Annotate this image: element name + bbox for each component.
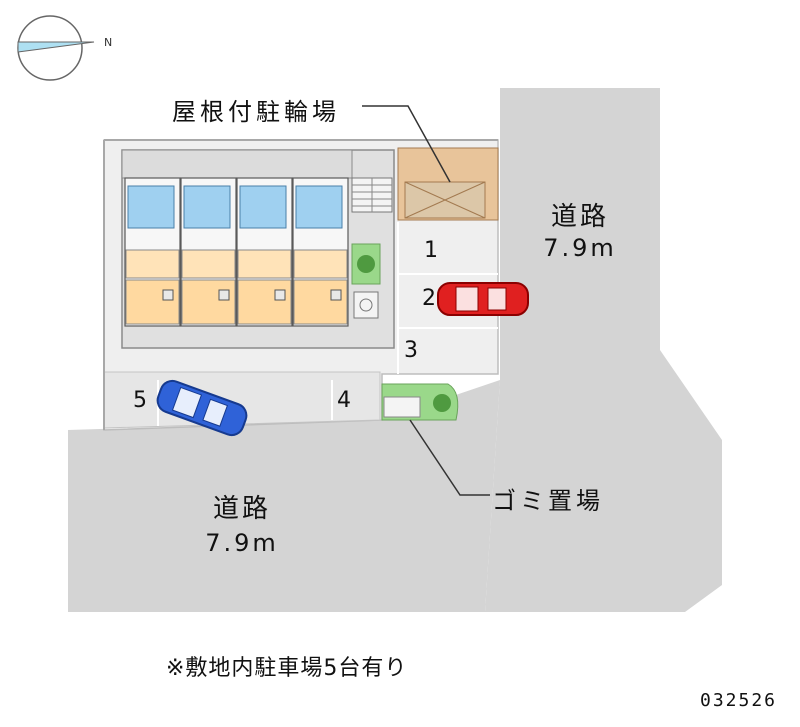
- meter-box: [353, 291, 379, 319]
- callout-leader-bike: [362, 105, 451, 183]
- car-blue: [156, 379, 248, 437]
- corridor: [121, 149, 353, 179]
- parking-slot-1: 1: [424, 238, 438, 263]
- unit-2: [180, 177, 237, 327]
- road-right: [485, 88, 722, 612]
- compass-rose-icon: N: [17, 15, 112, 81]
- svg-text:N: N: [104, 36, 112, 49]
- parking-slot-5: 5: [133, 388, 147, 413]
- unit-3: [236, 177, 293, 327]
- road-bottom: [68, 380, 500, 612]
- road-name-bottom: 道路: [212, 494, 271, 524]
- shrub-icon: [433, 394, 451, 412]
- unit-1: [124, 177, 181, 327]
- parking-note: ※敷地内駐車場5台有り: [166, 656, 408, 681]
- road-width-right: 7.9m: [543, 234, 617, 262]
- stairs: [351, 177, 393, 213]
- road-width-bottom: 7.9m: [205, 529, 279, 557]
- meter-icon: [359, 298, 373, 312]
- garbage-area-label: ゴミ置場: [492, 487, 604, 515]
- garbage-leader: [409, 419, 490, 496]
- property-id: 032526: [700, 690, 778, 711]
- parking-slot-2: 2: [422, 286, 436, 311]
- shrub-icon: [357, 255, 375, 273]
- bicycle-parking-label: 屋根付駐輪場: [172, 98, 340, 126]
- parking-slot-4: 4: [337, 388, 351, 413]
- parking-slot-3: 3: [404, 338, 418, 363]
- garbage-area: [383, 396, 421, 418]
- bike-parking-roof-x: [404, 181, 486, 219]
- road-name-right: 道路: [550, 202, 609, 232]
- car-red: [437, 282, 529, 316]
- unit-4: [292, 177, 349, 327]
- road-edge-lower: [68, 590, 485, 612]
